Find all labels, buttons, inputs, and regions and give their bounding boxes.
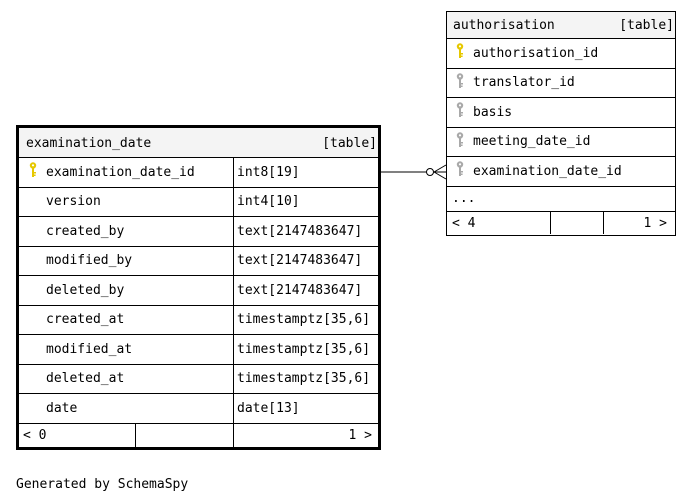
column-type: text[2147483647]	[237, 282, 363, 298]
column-name: authorisation_id	[473, 45, 599, 61]
table-row: created_at timestamptz[35,6]	[19, 306, 378, 335]
optional-circle	[426, 168, 434, 176]
table-kind: [table]	[322, 136, 377, 151]
table-footer: < 0 1 >	[19, 424, 378, 447]
more-row: ...	[447, 187, 675, 212]
column-name: basis	[473, 104, 513, 120]
column-name: examination_date_id	[473, 163, 622, 179]
column-name: translator_id	[473, 75, 575, 91]
table-name: authorisation	[453, 18, 555, 33]
table-row: meeting_date_id	[447, 128, 675, 157]
column-type: text[2147483647]	[237, 223, 363, 239]
column-type: int4[10]	[237, 194, 300, 210]
column-name: meeting_date_id	[473, 134, 591, 150]
table-kind: [table]	[619, 18, 674, 33]
generated-by-text: Generated by SchemaSpy	[16, 477, 189, 492]
table-header: examination_date [table]	[19, 128, 378, 158]
footer-divider	[550, 212, 551, 234]
column-type: date[13]	[237, 400, 300, 416]
footer-left: < 4	[452, 216, 476, 231]
table-row: authorisation_id	[447, 39, 675, 69]
table-row: translator_id	[447, 69, 675, 98]
column-type: text[2147483647]	[237, 253, 363, 269]
footer-divider	[135, 424, 136, 447]
relationship-connector	[378, 164, 447, 180]
key-icon	[456, 161, 464, 181]
footer-right: 1 >	[643, 216, 667, 231]
column-type: timestamptz[35,6]	[237, 341, 371, 357]
column-type: timestamptz[35,6]	[237, 371, 371, 387]
column-name: date	[46, 400, 78, 416]
table-row: created_by text[2147483647]	[19, 217, 378, 247]
table-row: deleted_at timestamptz[35,6]	[19, 365, 378, 394]
table-name: examination_date	[26, 136, 152, 151]
column-divider	[233, 158, 234, 424]
table-row: basis	[447, 98, 675, 128]
footer-divider	[603, 212, 604, 234]
key-icon	[456, 43, 464, 63]
key-icon	[456, 102, 464, 122]
column-name: version	[46, 194, 101, 210]
footer-left: < 0	[23, 428, 47, 443]
column-type: timestamptz[35,6]	[237, 312, 371, 328]
table-row: date date[13]	[19, 394, 378, 424]
column-name: created_at	[46, 312, 125, 328]
table-row: version int4[10]	[19, 188, 378, 217]
table-footer: < 4 1 >	[447, 212, 675, 234]
table-row: modified_at timestamptz[35,6]	[19, 335, 378, 365]
key-icon	[456, 132, 464, 152]
column-name: examination_date_id	[46, 164, 195, 180]
column-name: deleted_by	[46, 282, 125, 298]
key-icon	[456, 73, 464, 93]
crowfoot-lower	[433, 171, 447, 180]
key-icon	[29, 162, 37, 182]
table-row: modified_by text[2147483647]	[19, 247, 378, 276]
table-row: deleted_by text[2147483647]	[19, 276, 378, 306]
column-type: int8[19]	[237, 164, 300, 180]
column-name: deleted_at	[46, 371, 125, 387]
table-row: examination_date_id int8[19]	[19, 158, 378, 188]
footer-right: 1 >	[348, 428, 372, 443]
table-header: authorisation [table]	[447, 12, 675, 39]
table-row: examination_date_id	[447, 157, 675, 187]
crowfoot-upper	[433, 164, 447, 173]
column-name: modified_by	[46, 253, 133, 269]
more-indicator: ...	[452, 191, 476, 206]
table-examination-date[interactable]: examination_date [table] examination_dat…	[16, 125, 381, 450]
column-name: created_by	[46, 223, 125, 239]
footer-divider	[233, 424, 234, 447]
column-name: modified_at	[46, 341, 133, 357]
